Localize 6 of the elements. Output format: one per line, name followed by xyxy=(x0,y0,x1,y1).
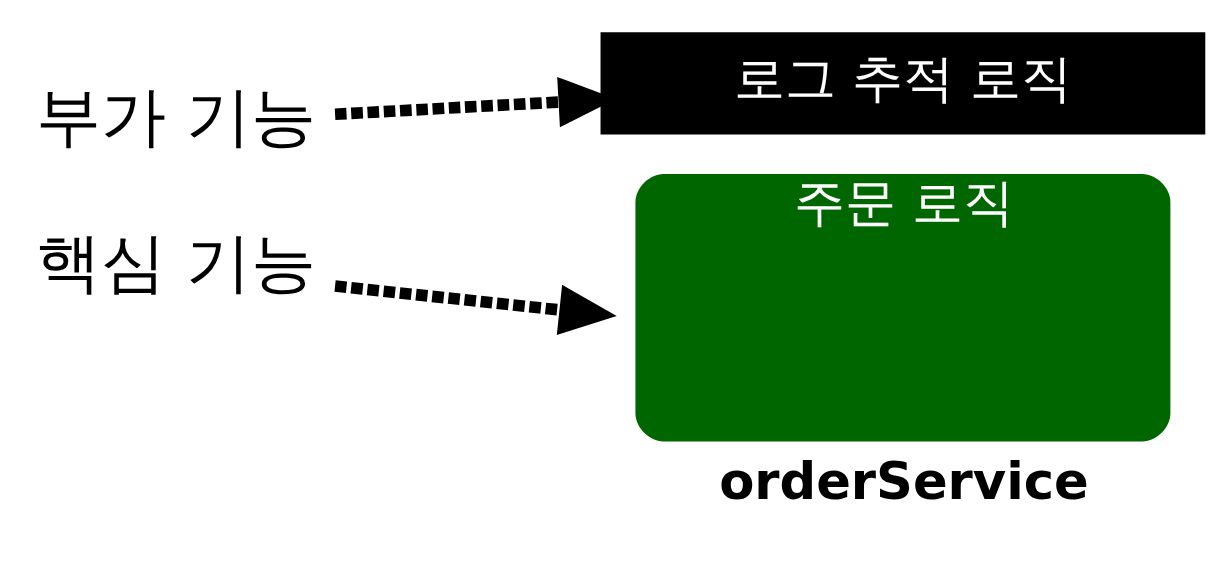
node-text: 핵심 기능 xyxy=(35,225,317,301)
node-label: orderService xyxy=(719,451,1089,511)
node-text: 부가 기능 xyxy=(35,78,317,154)
arrow xyxy=(334,280,617,335)
node-box: 주문 로직 xyxy=(635,174,1171,442)
node-box: 로그 추적 로직 xyxy=(600,32,1206,135)
